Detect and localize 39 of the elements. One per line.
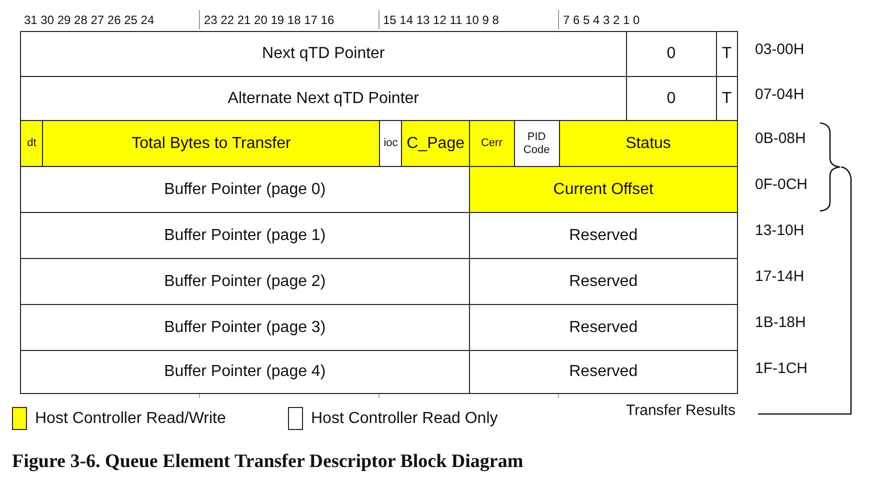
bit-field-cell: Next qTD Pointer bbox=[20, 31, 626, 76]
bit-field-cell: Buffer Pointer (page 1) bbox=[20, 212, 469, 258]
bit-field-cell: Current Offset bbox=[468, 166, 738, 212]
bit-field-cell: PID Code bbox=[514, 120, 558, 166]
bit-field-cell: Reserved bbox=[468, 304, 738, 350]
offset-label: 03-00H bbox=[755, 41, 804, 58]
bracket-label: Transfer Results bbox=[626, 402, 736, 419]
bit-field-cell: C_Page bbox=[401, 120, 469, 166]
legend-label: Host Controller Read/Write bbox=[35, 410, 226, 428]
bit-field-cell: Buffer Pointer (page 0) bbox=[20, 166, 469, 212]
bit-field-cell: Buffer Pointer (page 4) bbox=[20, 350, 469, 394]
offset-label: 13-10H bbox=[755, 222, 804, 239]
bit-field-cell: dt bbox=[20, 120, 42, 166]
bit-field-cell: 0 bbox=[626, 76, 716, 120]
bit-field-cell: 0 bbox=[626, 31, 716, 76]
offset-label: 0F-0CH bbox=[755, 176, 808, 193]
figure-caption: Figure 3-6. Queue Element Transfer Descriptor Block Diagram bbox=[12, 451, 524, 473]
bit-field-cell: Cerr bbox=[468, 120, 514, 166]
offset-label: 1B-18H bbox=[755, 314, 806, 331]
bit-numbers: 15 14 13 12 11 10 9 8 bbox=[383, 13, 499, 27]
bit-numbers: 31 30 29 28 27 26 25 24 bbox=[24, 13, 154, 27]
bit-field-cell: T bbox=[716, 31, 738, 76]
offset-label: 1F-1CH bbox=[755, 360, 808, 377]
bit-field-cell: T bbox=[716, 76, 738, 120]
bit-field-cell: Total Bytes to Transfer bbox=[42, 120, 379, 166]
bit-field-cell: Reserved bbox=[468, 258, 738, 304]
bit-numbers: 23 22 21 20 19 18 17 16 bbox=[204, 13, 334, 27]
offset-label: 07-04H bbox=[755, 86, 804, 103]
bit-numbers: 7 6 5 4 3 2 1 0 bbox=[563, 13, 640, 27]
bit-field-cell: Reserved bbox=[468, 212, 738, 258]
bit-field-cell: Buffer Pointer (page 2) bbox=[20, 258, 469, 304]
offset-label: 17-14H bbox=[755, 268, 804, 285]
bit-field-cell: Buffer Pointer (page 3) bbox=[20, 304, 469, 350]
bit-field-cell: Reserved bbox=[468, 350, 738, 394]
legend-label: Host Controller Read Only bbox=[311, 410, 498, 428]
offset-label: 0B-08H bbox=[755, 130, 806, 147]
bit-field-cell: Alternate Next qTD Pointer bbox=[20, 76, 626, 120]
bit-field-cell: ioc bbox=[379, 120, 402, 166]
bit-field-cell: Status bbox=[558, 120, 738, 166]
